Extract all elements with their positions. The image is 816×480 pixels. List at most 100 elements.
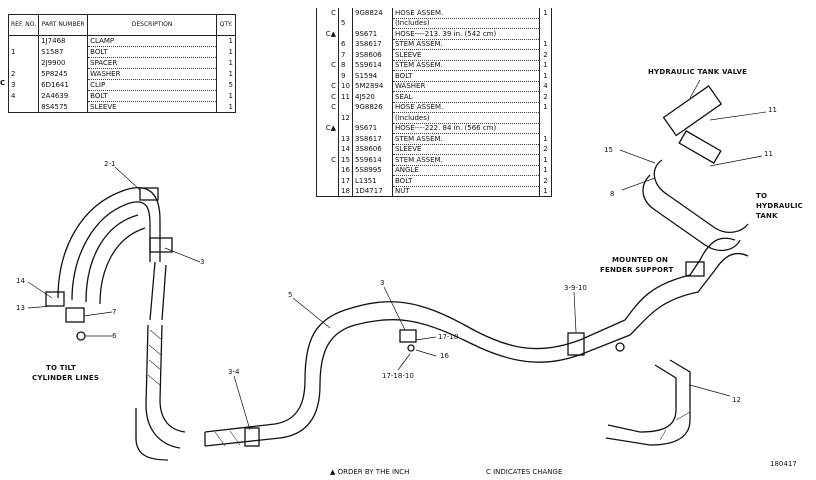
figure-number: 180417 [770,460,797,468]
cell-qty: 1 [539,8,552,18]
cell-qty: 1 [216,101,236,113]
table-row: 12(Includes) [316,112,552,124]
cell-qty [539,18,552,29]
callout-2-1: 2-1 [104,160,116,168]
cell-qty [539,123,552,134]
cell-qty: 1 [539,186,552,197]
parts-table-left: REF. NO. PART NUMBER DESCRIPTION QTY. 1J… [7,14,236,113]
footer-change-note: C INDICATES CHANGE [486,468,563,476]
callout-11-a: 11 [768,106,777,114]
cell-qty [539,28,552,39]
callout-16: 16 [440,352,449,360]
cell-part-number: S1587 [38,46,89,58]
cell-qty: 1 [216,46,236,58]
footer-order-note: ▲ ORDER BY THE INCH [330,468,410,476]
main-hose [204,301,626,433]
cell-part-number: 5P8245 [38,68,89,80]
callout-3-4: 3-4 [228,368,240,376]
cell-qty: 1 [216,90,236,102]
cell-ref: 3 [7,79,40,91]
callout-12: 12 [732,396,741,404]
cell-qty: 1 [539,154,552,165]
cell-qty: 4 [539,81,552,92]
callout-14: 14 [16,277,25,285]
label-to-hydraulic-tank-2: HYDRAULIC [756,202,804,210]
label-mounted-on: MOUNTED ON [612,256,669,264]
tilt-hose-outer [57,187,161,299]
cell-qty: 2 [539,175,552,186]
cell-qty: 2 [539,144,552,155]
callout-17-18-10: 17-18-10 [382,372,414,380]
col-qty: QTY. [216,14,236,36]
cell-qty: 1 [539,102,552,113]
cell-ref: 2 [7,68,40,80]
cell-qty [539,112,552,123]
callout-5: 5 [288,291,293,299]
cell-qty: 1 [539,165,552,176]
callout-11-b: 11 [764,150,773,158]
cell-qty: 1 [216,68,236,80]
cell-qty: 1 [539,70,552,81]
table-row: 5(Includes) [316,18,552,29]
cell-qty: 5 [216,79,236,91]
label-to-hydraulic-tank-1: TO [756,192,768,200]
cell-ref [7,35,40,47]
cell-qty: 1 [539,39,552,50]
callout-15: 15 [604,146,613,154]
cell-part-number: 2J9900 [38,57,89,69]
cell-ref: 4 [7,90,40,102]
cell-qty: 1 [539,60,552,71]
change-marker: C [0,79,6,87]
label-to-hydraulic-tank-3: TANK [756,212,778,220]
cell-ref: 1 [7,46,40,58]
cell-qty: 2 [539,49,552,60]
label-hydraulic-tank-valve: HYDRAULIC TANK VALVE [648,68,748,76]
cell-ref [7,101,40,113]
label-fender-support: FENDER SUPPORT [600,266,674,274]
cell-qty: 1 [539,133,552,144]
cell-part-number: 8S4575 [38,101,89,113]
cell-qty: 1 [216,57,236,69]
col-ref-no: REF. NO. [7,14,40,36]
callout-8: 8 [610,190,615,198]
callout-17-10: 17-10 [438,333,459,341]
cell-part-number: 2A4639 [38,90,89,102]
label-cylinder-lines: CYLINDER LINES [32,374,100,382]
callout-6: 6 [112,332,117,340]
cell-qty: 1 [216,35,236,47]
label-to-tilt: TO TILT [46,364,77,372]
cell-qty: 2 [539,91,552,102]
callout-7: 7 [112,308,117,316]
callout-3-left: 3 [200,258,205,266]
col-part-number: PART NUMBER [38,14,89,36]
cell-part-number: 6D1641 [38,79,89,91]
cell-ref [7,57,40,69]
callout-3-mid: 3 [380,279,385,287]
callout-3-9-10: 3-9-10 [564,284,587,292]
callout-13: 13 [16,304,25,312]
